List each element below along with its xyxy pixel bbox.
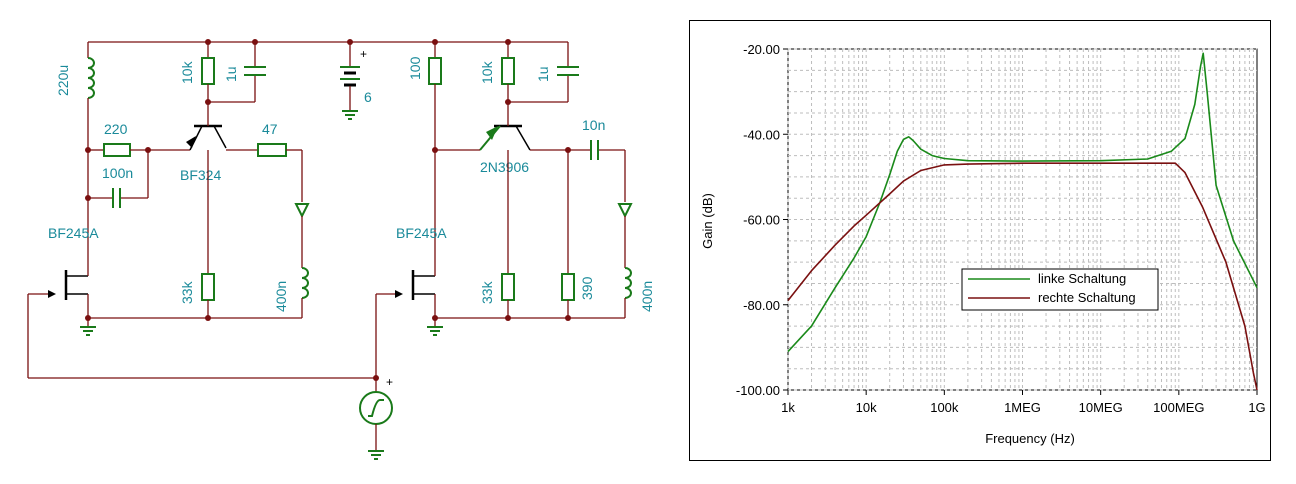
probe-left-icon [294,203,310,219]
legend-label-linke: linke Schaltung [1038,271,1126,286]
circuit-schematic: 220u 220 100n BF324 10k [27,39,655,460]
label-battery-6: 6 [364,89,372,105]
label-400n-left: 400n [273,281,289,312]
resistor-390: 390 [561,150,595,318]
x-tick-label: 100k [930,400,959,415]
probe-right-icon [617,203,633,219]
label-400n-right: 400n [639,281,655,312]
x-axis-label: Frequency (Hz) [985,431,1075,446]
resistor-47: 47 [226,121,303,202]
x-tick-label: 10MEG [1079,400,1123,415]
capacitor-1u-left: 1u [208,42,266,103]
resistor-33k-left: 33k [179,150,215,318]
label-10k-right: 10k [479,60,495,84]
battery-plus: + [360,47,367,61]
series-line-rechte [787,162,1258,391]
x-tick-label: 100MEG [1153,400,1204,415]
label-1u-right: 1u [535,66,551,82]
transistor-bf324: BF324 [180,102,227,183]
ground-right-icon [427,318,443,336]
signal-source-icon: + [359,375,393,460]
legend: linke Schaltung rechte Schaltung [961,268,1159,311]
gain-chart: 1k 10k 100k 1MEG 10MEG 100MEG 1G -20.00 -40.00 -6… [700,42,1266,446]
label-bf245a-right: BF245A [396,225,447,241]
capacitor-100n: 100n [88,150,149,208]
y-tick-label: -80.00 [743,298,780,313]
inductor-220u: 220u [55,42,95,262]
label-1u-left: 1u [223,66,239,82]
label-33k-left: 33k [179,280,195,304]
bode-plot-panel: 1k 10k 100k 1MEG 10MEG 100MEG 1G -20.00 -40.00 -6… [689,20,1271,461]
capacitor-10n: 10n [530,117,626,202]
label-100: 100 [407,56,423,80]
resistor-100: 100 [407,42,442,262]
resistor-220: 220 [88,121,190,157]
label-33k-right: 33k [479,280,495,304]
capacitor-1u-right: 1u [508,42,579,103]
ground-left-icon [80,318,96,336]
label-10k-left: 10k [179,60,195,84]
resistor-10k-left: 10k [179,42,215,102]
label-100n: 100n [102,165,133,181]
transistor-2n3906: 2N3906 [435,102,531,175]
inductor-400n-left: 400n [273,216,309,318]
jfet-bf245a-left: BF245A [28,225,99,318]
resistor-33k-right: 33k [479,150,515,318]
x-tick-label: 1G [1248,400,1265,415]
y-tick-label: -40.00 [743,127,780,142]
series-line-linke [787,52,1258,353]
x-tick-label: 1MEG [1004,400,1041,415]
legend-label-rechte: rechte Schaltung [1038,290,1136,305]
y-axis-label: Gain (dB) [700,193,715,249]
label-10n: 10n [582,117,605,133]
label-220u: 220u [55,65,71,96]
label-bf324: BF324 [180,167,221,183]
resistor-10k-right: 10k [479,42,515,102]
battery: + 6 [340,42,372,120]
label-bf245a-left: BF245A [48,225,99,241]
jfet-bf245a-right: BF245A [376,225,447,318]
source-plus: + [386,375,393,389]
y-tick-label: -20.00 [743,42,780,57]
y-tick-label: -100.00 [736,383,780,398]
label-220: 220 [104,121,128,137]
inductor-400n-right: 400n [624,216,655,318]
y-tick-label: -60.00 [743,213,780,228]
label-2n3906: 2N3906 [480,159,529,175]
label-390: 390 [579,276,595,300]
x-tick-label: 10k [856,400,877,415]
x-tick-label: 1k [781,400,795,415]
label-47: 47 [262,121,278,137]
